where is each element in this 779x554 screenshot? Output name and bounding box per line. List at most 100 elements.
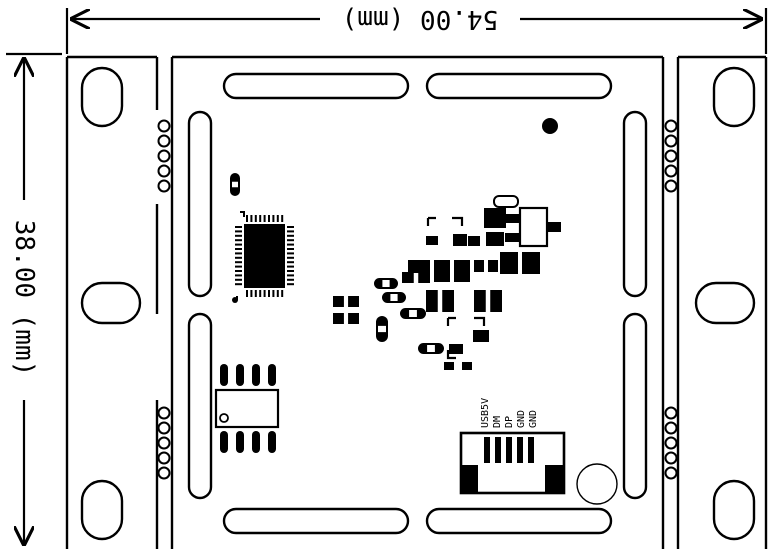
chip-pin: [235, 230, 242, 233]
usb-pin: [528, 437, 534, 463]
chip-pin: [287, 243, 294, 246]
chip-pin: [276, 290, 279, 297]
round-test-pad: [576, 463, 618, 505]
chip-pin: [235, 226, 242, 228]
edge-pad: [157, 466, 171, 480]
edge-pad: [664, 451, 678, 465]
usb-pin: [495, 437, 501, 463]
chip-pin: [287, 230, 294, 233]
chip-pin: [287, 274, 294, 277]
edge-pad: [157, 179, 171, 193]
edge-pad: [664, 466, 678, 480]
qfn-chip: [232, 211, 294, 303]
usb-pin-label: DP: [504, 416, 515, 428]
soic-chip: [214, 364, 280, 453]
height-dimension: [6, 52, 62, 546]
chip-pin: [254, 290, 257, 297]
slot-top-right: [425, 72, 613, 100]
chip-pin: [235, 278, 242, 281]
edge-pad: [157, 119, 171, 133]
fiducial-dot: [542, 118, 558, 134]
chip-pin: [250, 290, 253, 297]
chip-pin: [287, 239, 294, 242]
chip-pin: [263, 290, 266, 297]
slots: [187, 72, 648, 535]
width-dimension: [65, 8, 768, 54]
chip-pin: [235, 243, 242, 246]
chip-pin: [235, 265, 242, 268]
edge-pad: [157, 149, 171, 163]
soic-pin: [252, 431, 260, 453]
regulator-cluster: [408, 195, 561, 282]
mounting-hole: [712, 479, 756, 541]
chip-pin: [246, 290, 248, 297]
soic-pin: [236, 364, 244, 386]
edge-pads-right: [664, 119, 678, 480]
usb-pin-label: GND: [516, 410, 527, 428]
edge-pad: [664, 119, 678, 133]
chip-pin: [287, 270, 294, 272]
edge-pad: [157, 164, 171, 178]
height-dimension-label: 38.00 (mm): [9, 220, 39, 377]
chip-pin: [287, 261, 294, 264]
mounting-hole: [80, 479, 124, 541]
chip-pin: [235, 252, 242, 255]
mounting-holes: [80, 66, 756, 541]
slot-right-lower: [622, 312, 648, 500]
chip-pin: [276, 215, 279, 222]
usb-pin-label: DM: [492, 416, 503, 428]
edge-pad: [664, 149, 678, 163]
usb-pin: [484, 437, 490, 463]
chip-pin: [281, 215, 284, 222]
chip-pin: [235, 234, 242, 237]
chip-pin: [235, 274, 242, 277]
slot-top-left: [222, 72, 410, 100]
chip-pin: [287, 248, 294, 250]
pin1-dot: [232, 297, 238, 303]
chip-pin: [287, 252, 294, 255]
lower-cluster: [444, 316, 489, 370]
usb-pins: [484, 437, 534, 463]
chip-pin: [235, 261, 242, 264]
usb-pin-label: USB5V: [480, 398, 491, 428]
chip-pin: [235, 270, 242, 272]
chip-pin: [250, 215, 253, 222]
chip-pin: [235, 256, 242, 259]
soic-pins: [220, 364, 276, 453]
edge-pad: [157, 134, 171, 148]
edge-pad: [157, 406, 171, 420]
slot-right-upper: [622, 110, 648, 298]
passive-components: [230, 173, 502, 354]
board-outline: [65, 55, 768, 549]
usb-pin: [506, 437, 512, 463]
slot-bottom-left: [222, 507, 410, 535]
chip-pin: [263, 215, 266, 222]
usb-pin: [517, 437, 523, 463]
chip-pin: [254, 215, 257, 222]
chip-body: [244, 224, 285, 288]
soic-body: [214, 388, 280, 429]
soic-pin: [220, 431, 228, 453]
chip-pin: [287, 226, 294, 228]
edge-pad: [157, 421, 171, 435]
edge-pad: [664, 179, 678, 193]
edge-pad: [664, 134, 678, 148]
mounting-hole: [712, 66, 756, 128]
chip-pin: [235, 248, 242, 250]
width-dimension-label: 54.00 (mm): [342, 4, 499, 34]
chip-pin: [287, 278, 294, 281]
chip-pin: [235, 283, 242, 286]
chip-pin: [268, 290, 270, 297]
chip-pin: [287, 256, 294, 259]
chip-pins: [235, 215, 294, 297]
chip-pin: [287, 234, 294, 237]
regulator-body: [518, 206, 549, 248]
usb-connector: [459, 431, 566, 495]
edge-pad: [664, 436, 678, 450]
soic-pin: [268, 364, 276, 386]
slot-left-lower: [187, 312, 213, 500]
chip-pin: [281, 290, 284, 297]
slot-bottom-right: [425, 507, 613, 535]
